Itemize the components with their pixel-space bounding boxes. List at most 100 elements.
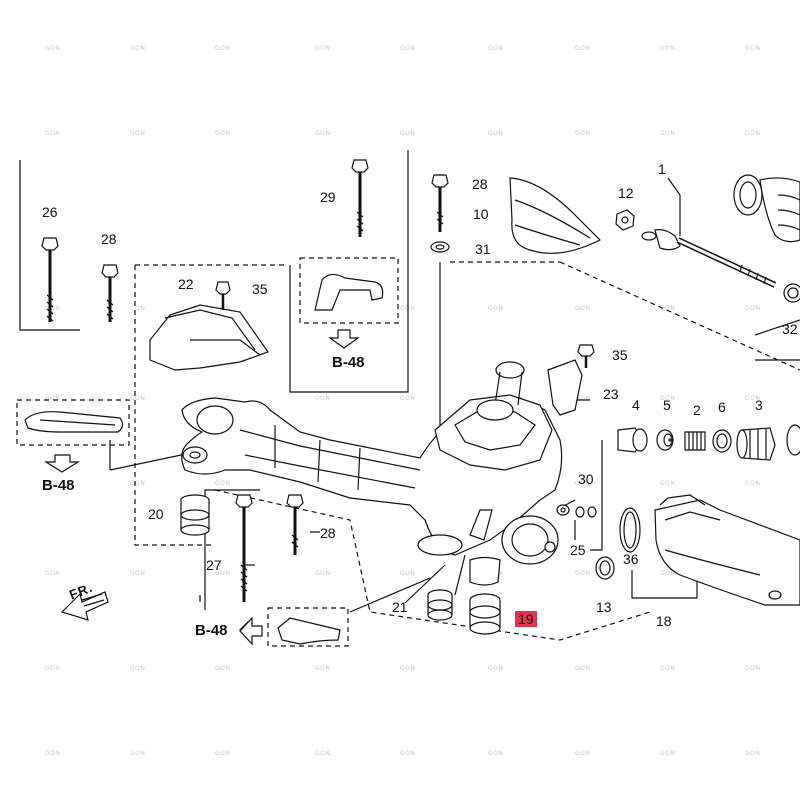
watermark-text: GON bbox=[400, 130, 416, 137]
callout-31: 31 bbox=[475, 241, 491, 257]
callout-26: 26 bbox=[42, 204, 58, 220]
callout-28-left: 28 bbox=[101, 231, 117, 247]
callout-23: 23 bbox=[603, 386, 619, 402]
callout-1: 1 bbox=[658, 161, 666, 177]
callout-30: 30 bbox=[578, 471, 594, 487]
callout-18: 18 bbox=[656, 613, 672, 629]
fittings-25-30 bbox=[556, 504, 597, 518]
watermark-text: GON bbox=[130, 305, 146, 312]
watermark-text: GON bbox=[745, 305, 761, 312]
watermark-text: GON bbox=[660, 570, 676, 577]
front-direction-arrow bbox=[60, 591, 109, 621]
watermark-text: GON bbox=[488, 130, 504, 137]
watermark-text: GON bbox=[215, 750, 231, 757]
callout-5: 5 bbox=[663, 397, 671, 413]
callout-20: 20 bbox=[148, 506, 164, 522]
watermark-text: GON bbox=[575, 480, 591, 487]
watermark-text: GON bbox=[400, 570, 416, 577]
callout-12: 12 bbox=[618, 185, 634, 201]
watermark-text: GON bbox=[130, 570, 146, 577]
callout-4: 4 bbox=[632, 397, 640, 413]
callout-35-right: 35 bbox=[612, 347, 628, 363]
watermark-text: GON bbox=[45, 665, 61, 672]
watermark-text: GON bbox=[130, 395, 146, 402]
watermark-text: GON bbox=[130, 750, 146, 757]
watermark-text: GON bbox=[660, 305, 676, 312]
steering-rack bbox=[181, 361, 563, 586]
cover-10 bbox=[509, 177, 602, 254]
bolt-29 bbox=[351, 159, 369, 237]
callout-22: 22 bbox=[178, 276, 194, 292]
watermark-text: GON bbox=[488, 750, 504, 757]
bushing-21 bbox=[427, 589, 453, 621]
callout-6: 6 bbox=[718, 399, 726, 415]
watermark-text: GON bbox=[400, 395, 416, 402]
watermark-text: GON bbox=[215, 45, 231, 52]
watermark-text: GON bbox=[660, 45, 676, 52]
callout-36: 36 bbox=[623, 551, 639, 567]
callout-25: 25 bbox=[570, 542, 586, 558]
watermark-text: GON bbox=[745, 395, 761, 402]
bolt-28-center bbox=[286, 494, 304, 555]
watermark-text: GON bbox=[215, 570, 231, 577]
watermark-text: GON bbox=[45, 305, 61, 312]
callout-19-highlighted: 19 bbox=[515, 611, 537, 627]
bolt-28-top bbox=[430, 174, 450, 253]
callout-3: 3 bbox=[755, 397, 763, 413]
callout-10: 10 bbox=[473, 206, 489, 222]
section-ref-left: B-48 bbox=[42, 477, 75, 494]
watermark-text: GON bbox=[400, 665, 416, 672]
watermark-text: GON bbox=[130, 45, 146, 52]
watermark-text: GON bbox=[130, 130, 146, 137]
boot-top-right bbox=[733, 174, 800, 243]
bushing-20 bbox=[180, 494, 210, 536]
callout-28-center: 28 bbox=[320, 525, 336, 541]
watermark-text: GON bbox=[45, 130, 61, 137]
tie-rod-1 bbox=[615, 209, 777, 288]
watermark-text: GON bbox=[660, 395, 676, 402]
watermark-text: GON bbox=[745, 480, 761, 487]
watermark-text: GON bbox=[215, 480, 231, 487]
callout-21: 21 bbox=[392, 599, 408, 615]
watermark-text: GON bbox=[315, 395, 331, 402]
callout-32: 32 bbox=[782, 321, 798, 337]
callout-2: 2 bbox=[693, 402, 701, 418]
heat-shield-22 bbox=[149, 281, 269, 371]
watermark-text: GON bbox=[660, 480, 676, 487]
watermark-text: GON bbox=[130, 480, 146, 487]
watermark-text: GON bbox=[660, 750, 676, 757]
watermark-text: GON bbox=[575, 130, 591, 137]
watermark-text: GON bbox=[575, 570, 591, 577]
watermark-text: GON bbox=[215, 665, 231, 672]
watermark-text: GON bbox=[575, 395, 591, 402]
watermark-text: GON bbox=[315, 750, 331, 757]
watermark-text: GON bbox=[745, 750, 761, 757]
bolt-28-left bbox=[101, 264, 119, 322]
bracket-left bbox=[24, 411, 124, 473]
watermark-text: GON bbox=[488, 305, 504, 312]
watermark-text: GON bbox=[660, 665, 676, 672]
watermark-text: GON bbox=[215, 130, 231, 137]
parts-row-right bbox=[617, 424, 800, 461]
watermark-text: GON bbox=[488, 665, 504, 672]
bracket-bottom bbox=[239, 616, 341, 646]
section-ref-top: B-48 bbox=[332, 354, 365, 371]
bracket-23 bbox=[547, 344, 595, 416]
watermark-text: GON bbox=[400, 750, 416, 757]
callout-35-left: 35 bbox=[252, 281, 268, 297]
watermark-text: GON bbox=[575, 750, 591, 757]
dashed-boxes bbox=[16, 257, 800, 647]
nut-32 bbox=[783, 283, 800, 303]
watermark-text: GON bbox=[130, 665, 146, 672]
bushing-19 bbox=[469, 593, 501, 635]
bolt-27 bbox=[235, 494, 253, 602]
watermark-text: GON bbox=[745, 45, 761, 52]
watermark-text: GON bbox=[400, 45, 416, 52]
watermark-text: GON bbox=[45, 750, 61, 757]
watermark-text: GON bbox=[315, 130, 331, 137]
watermark-text: GON bbox=[45, 395, 61, 402]
seals-13-36 bbox=[595, 507, 641, 580]
callout-29: 29 bbox=[320, 189, 336, 205]
